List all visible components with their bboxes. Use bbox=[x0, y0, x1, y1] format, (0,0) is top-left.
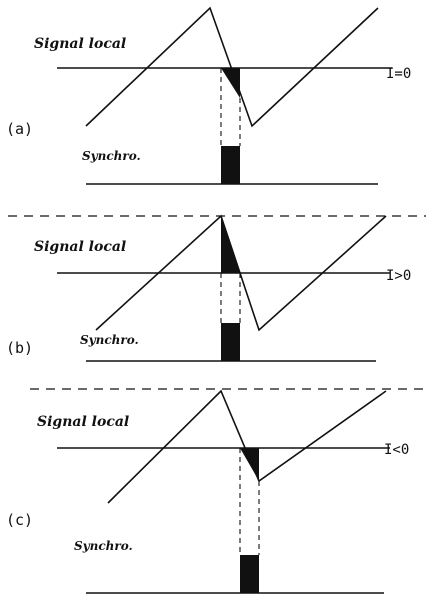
panel-b-signal-label: Signal local bbox=[34, 239, 126, 255]
panel-c-signal-label: Signal local bbox=[37, 414, 129, 430]
panel-a-synchro-label: Synchro. bbox=[82, 149, 141, 163]
panel-c-shaded-region bbox=[240, 448, 259, 481]
panel-a-tag: (a) bbox=[6, 120, 33, 138]
panel-b-synchro-pulse bbox=[221, 323, 240, 361]
panel-a-condition-label: I=0 bbox=[386, 66, 411, 82]
panel-c: Signal local (c) I<0 Synchro. bbox=[6, 388, 426, 594]
panel-a-sawtooth bbox=[85, 6, 379, 128]
panel-a-synchro-pulse bbox=[221, 146, 240, 184]
panel-b-tag: (b) bbox=[6, 339, 33, 357]
panel-c-synchro-pulse bbox=[240, 555, 259, 593]
panel-b-synchro-label: Synchro. bbox=[80, 333, 139, 347]
panel-a-signal-label: Signal local bbox=[34, 36, 126, 52]
panel-c-condition-label: I<0 bbox=[384, 442, 409, 458]
panel-a: Signal local (a) I=0 Synchro. bbox=[6, 6, 411, 185]
panel-c-tag: (c) bbox=[6, 511, 33, 529]
panel-c-synchro-label: Synchro. bbox=[74, 539, 133, 553]
panel-c-sawtooth bbox=[107, 389, 387, 504]
panel-a-shaded-region bbox=[221, 68, 240, 98]
panel-b-condition-label: I>0 bbox=[386, 268, 411, 284]
panel-b: Signal local (b) I>0 Synchro. bbox=[6, 214, 426, 362]
